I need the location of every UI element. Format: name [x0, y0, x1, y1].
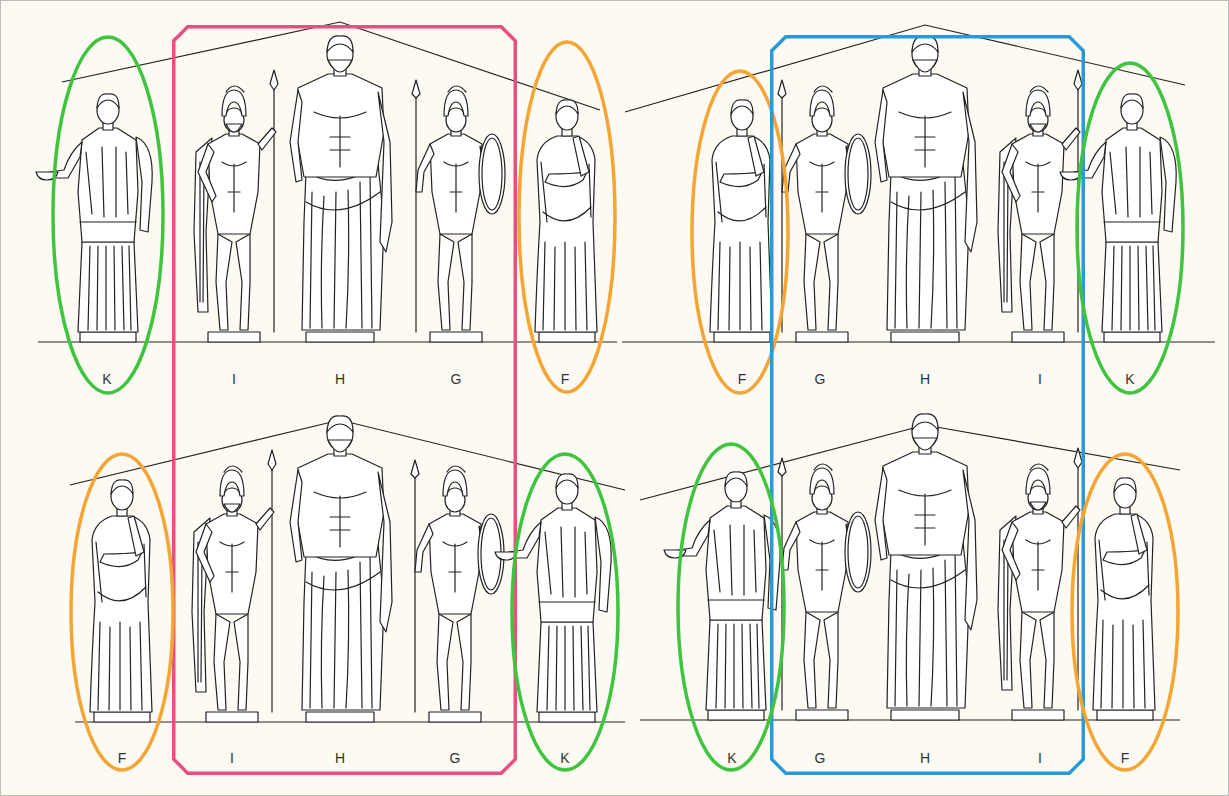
- ellipse-outline: [53, 37, 163, 393]
- figure-letter: H: [920, 750, 930, 766]
- statue: [535, 100, 597, 342]
- node-outline: [517, 40, 617, 394]
- statue: [90, 480, 152, 722]
- figure-ellipse: K: [1075, 61, 1185, 395]
- figure-letter: K: [727, 750, 736, 766]
- statue: [778, 458, 871, 720]
- label-holder: I: [232, 370, 236, 388]
- node-outline: [172, 25, 517, 775]
- node-outline: [69, 452, 175, 772]
- figure-letter: G: [451, 371, 462, 387]
- label-holder: G: [450, 749, 461, 767]
- figure-ellipse: F: [517, 40, 617, 394]
- statue: [875, 414, 977, 720]
- figure-letter: K: [1125, 371, 1134, 387]
- label-holder: F: [1121, 749, 1130, 767]
- node-outline: [51, 35, 165, 395]
- figure-letter: I: [1038, 750, 1042, 766]
- figure-letter: K: [560, 750, 569, 766]
- figure-letter: H: [335, 371, 345, 387]
- statue: [290, 416, 392, 722]
- label-holder: K: [1125, 370, 1134, 388]
- node-outline: [1075, 61, 1185, 395]
- statue: [290, 36, 392, 342]
- label-holder: I: [1038, 749, 1042, 767]
- figure-ellipse: F: [69, 452, 175, 772]
- figure-letter: K: [102, 371, 111, 387]
- figure-letter: H: [920, 371, 930, 387]
- statue: [998, 448, 1082, 720]
- label-holder: G: [451, 370, 462, 388]
- figure-group-box: G H I G H I: [770, 35, 1085, 775]
- label-holder: F: [561, 370, 570, 388]
- label-holder: G: [815, 749, 826, 767]
- ellipse-outline: [512, 454, 618, 770]
- figure-ellipse: K: [510, 452, 620, 772]
- figure-letter: G: [815, 750, 826, 766]
- statue: [778, 80, 871, 342]
- node-outline: [770, 35, 1085, 775]
- octagon-outline: [772, 37, 1084, 774]
- statue: [192, 450, 276, 722]
- label-holder: H: [920, 370, 930, 388]
- octagon-outline: [174, 27, 516, 774]
- figure-letter: I: [1038, 371, 1042, 387]
- node-outline: [1070, 452, 1180, 772]
- pediment-frames: [38, 22, 1215, 722]
- figure-ellipse: K: [676, 442, 786, 772]
- figure-letter: F: [118, 750, 127, 766]
- statues: [36, 36, 1176, 722]
- statue: [998, 70, 1082, 342]
- figure-letter: F: [738, 371, 747, 387]
- label-holder: F: [118, 749, 127, 767]
- label-holder: H: [920, 749, 930, 767]
- ellipse-outline: [1072, 454, 1178, 770]
- figure-letter: F: [561, 371, 570, 387]
- label-holder: K: [560, 749, 569, 767]
- label-holder: H: [335, 370, 345, 388]
- figure-letter: I: [232, 371, 236, 387]
- statue: [1093, 478, 1155, 720]
- statue: [411, 460, 504, 722]
- node-outline: [676, 442, 786, 772]
- figure-ellipse: F: [1070, 452, 1180, 772]
- figure-ellipse: K: [51, 35, 165, 395]
- figure-letter: I: [230, 750, 234, 766]
- ellipse-outline: [678, 444, 784, 770]
- label-holder: H: [335, 749, 345, 767]
- figure-ellipse: F: [690, 69, 790, 395]
- label-holder: F: [738, 370, 747, 388]
- statue: [194, 70, 278, 342]
- statue: [710, 100, 772, 342]
- label-holder: I: [1038, 370, 1042, 388]
- ellipse-outline: [519, 42, 615, 392]
- node-outline: [510, 452, 620, 772]
- node-outline: [690, 69, 790, 395]
- figure-letter: H: [335, 750, 345, 766]
- statue: [664, 472, 780, 720]
- ellipse-outline: [71, 454, 173, 770]
- figure-group-box: I H G I H G: [172, 25, 517, 775]
- figure-letter: F: [1121, 750, 1130, 766]
- statue: [875, 36, 977, 342]
- label-holder: K: [727, 749, 736, 767]
- figure-letter: G: [815, 371, 826, 387]
- label-holder: G: [815, 370, 826, 388]
- label-holder: I: [230, 749, 234, 767]
- statue: [412, 80, 505, 342]
- figure-letter: G: [450, 750, 461, 766]
- label-holder: K: [102, 370, 111, 388]
- ellipse-outline: [692, 71, 788, 393]
- ellipse-outline: [1077, 63, 1183, 393]
